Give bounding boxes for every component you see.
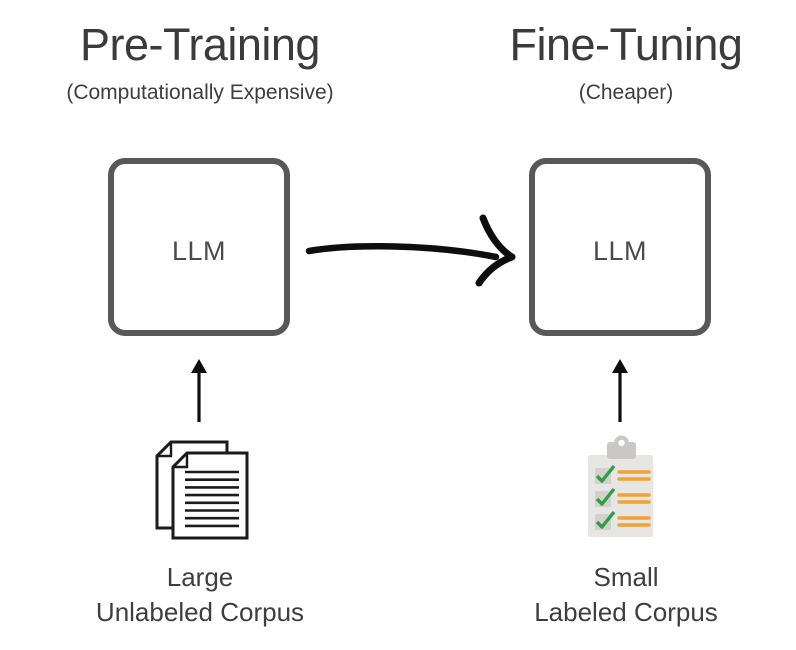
pretraining-llm-box: LLM [108,158,290,336]
corpus-label-line2: Unlabeled Corpus [95,597,305,627]
finetuning-llm-box: LLM [529,158,711,336]
finetuning-title: Fine-Tuning [509,19,743,70]
documents-icon [155,440,249,540]
checklist-clipboard-icon [588,435,653,537]
finetuning-corpus-label: Small Labeled Corpus [426,560,796,630]
finetuning-llm-label: LLM [592,235,648,266]
pretraining-subtitle: (Computationally Expensive) [66,81,334,104]
finetuning-subtitle: (Cheaper) [578,81,674,104]
up-arrow-icon [612,359,628,422]
corpus-label-line1: Large [166,562,234,592]
pretraining-title: Pre-Training [80,19,320,70]
up-arrow-icon [191,359,207,422]
flow-arrow-icon [305,214,516,287]
pretraining-corpus-label: Large Unlabeled Corpus [0,560,400,630]
corpus-label-line1: Small [593,562,659,592]
pretraining-llm-label: LLM [171,235,227,266]
corpus-label-line2: Labeled Corpus [534,597,718,627]
